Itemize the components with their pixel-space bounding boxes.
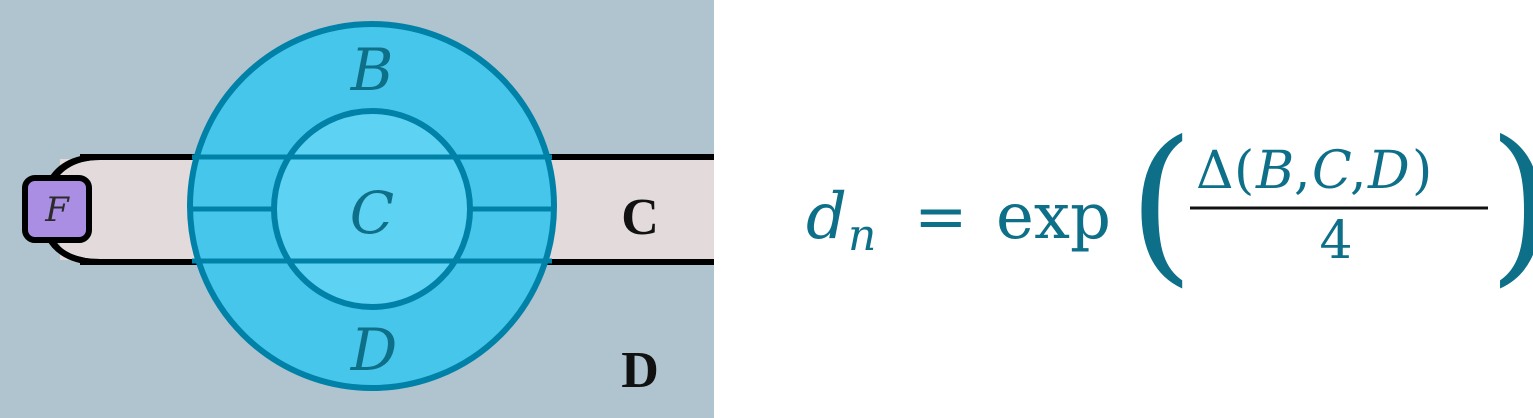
formula: d n = exp ( Δ ( B , C , D ) 4 )	[806, 105, 1533, 303]
region-b-label: B	[350, 36, 394, 104]
node-f	[22, 175, 92, 243]
region-d-label: D	[350, 316, 398, 384]
formula-lhs-var: d	[806, 180, 847, 254]
strip-c-label: C	[621, 189, 659, 246]
formula-left-paren: (	[1128, 105, 1194, 303]
formula-comma-1: ,	[1294, 141, 1311, 201]
formula-arg-d: D	[1367, 141, 1410, 201]
formula-right-paren: )	[1488, 105, 1533, 303]
node-f-label: F	[44, 190, 70, 230]
region-c-label: C	[350, 179, 394, 247]
formula-comma-2: ,	[1350, 141, 1367, 201]
formula-delta: Δ	[1196, 141, 1234, 201]
formula-arg-b: B	[1255, 141, 1294, 201]
formula-denominator: 4	[1319, 211, 1352, 271]
inner-disk	[271, 108, 473, 310]
formula-equals: =	[914, 180, 968, 254]
formula-exp: exp	[996, 180, 1111, 254]
formula-num-open: (	[1234, 141, 1254, 201]
formula-arg-c: C	[1312, 141, 1352, 201]
formula-num-close: )	[1412, 141, 1432, 201]
background-d-label: D	[621, 342, 659, 399]
formula-lhs-subscript: n	[848, 210, 876, 261]
